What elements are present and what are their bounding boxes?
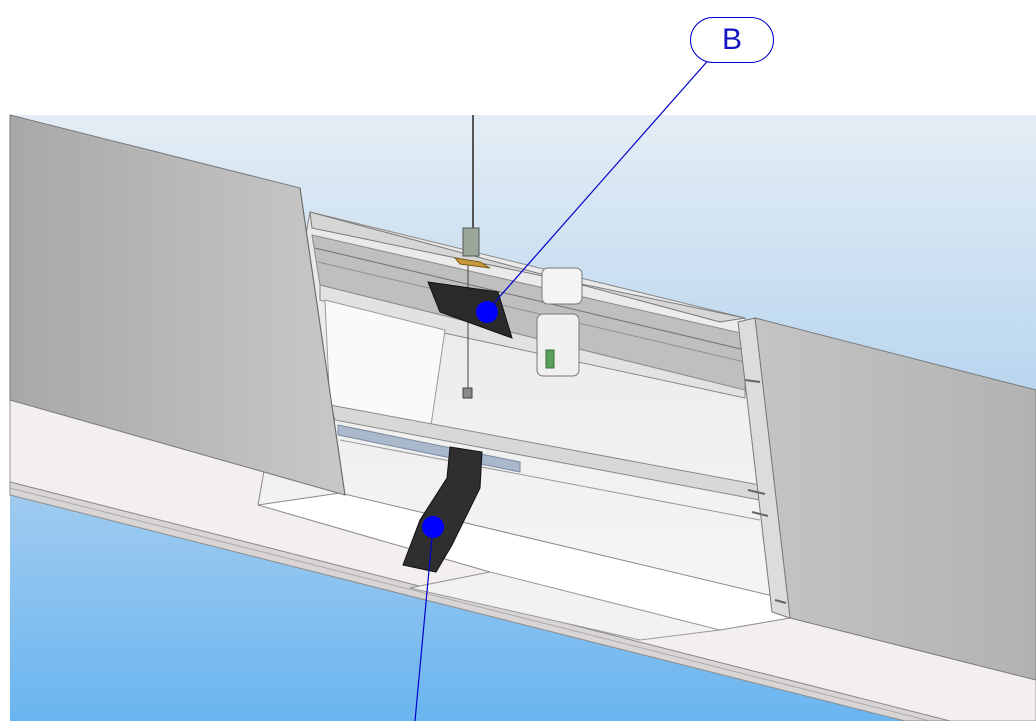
inner-shelf (319, 284, 746, 399)
upper-clip (427, 281, 513, 339)
right-profile-end (737, 317, 791, 619)
connector-top (541, 267, 583, 305)
callout-b-marker (476, 301, 498, 323)
lower-clip (402, 446, 483, 573)
gripper-bracket (453, 257, 491, 269)
callout-b-label: B (690, 17, 774, 63)
connector-body (536, 313, 580, 377)
lower-clip-marker (422, 516, 444, 538)
wire-gripper (462, 227, 480, 257)
upper-rail (309, 211, 746, 323)
callout-b-leader (486, 55, 713, 312)
wire-weight (462, 387, 473, 399)
lower-marker-leader (414, 526, 434, 721)
floor-tab (409, 571, 721, 641)
